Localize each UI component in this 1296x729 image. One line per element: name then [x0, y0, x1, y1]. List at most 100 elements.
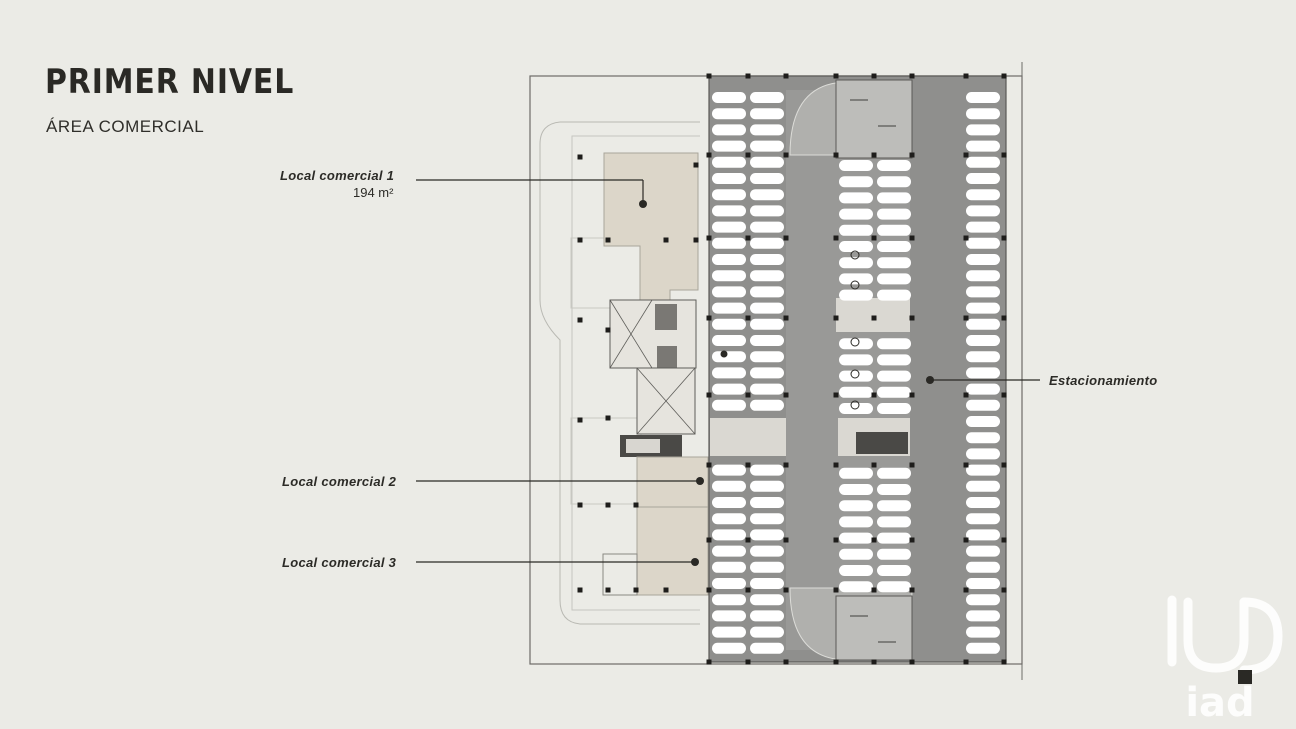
parking-stall [839, 484, 873, 495]
parking-stall [712, 642, 746, 654]
brand-logo-text: iad [1185, 680, 1254, 722]
parking-stall [966, 545, 1000, 557]
marker-local-2 [696, 477, 704, 485]
structural-column [963, 152, 969, 158]
structural-column [783, 73, 789, 79]
structural-column [706, 152, 712, 158]
structural-column [909, 659, 915, 665]
parking-stall [839, 565, 873, 576]
structural-column [706, 587, 712, 593]
structural-column [783, 315, 789, 321]
structural-column [605, 327, 611, 333]
structural-column [833, 537, 839, 543]
structural-column [783, 152, 789, 158]
parking-stall [839, 370, 873, 382]
parking-stall [839, 160, 873, 171]
parking-stall [966, 92, 1000, 103]
structural-column [745, 152, 751, 158]
parking-stall [877, 516, 911, 528]
structural-column [963, 392, 969, 398]
structural-column [1001, 152, 1007, 158]
structural-column [783, 587, 789, 593]
structural-column [745, 659, 751, 665]
structural-column [706, 392, 712, 398]
parking-stall [712, 270, 746, 282]
label-local-1: Local comercial 1 [280, 168, 395, 183]
structural-column [871, 392, 877, 398]
structural-column [1001, 659, 1007, 665]
structural-column [963, 537, 969, 543]
access-path-outer [539, 121, 700, 625]
label-local-2: Local comercial 2 [282, 474, 397, 489]
parking-stall [712, 237, 746, 249]
parking-stall [712, 480, 746, 492]
local-1-area [603, 152, 699, 301]
label-local-1-area: 194 m² [353, 185, 394, 200]
structural-column [909, 587, 915, 593]
structural-column [833, 315, 839, 321]
structural-column [745, 235, 751, 241]
structural-column [871, 235, 877, 241]
parking-stall [750, 270, 784, 282]
elevator-shaft [655, 304, 677, 330]
page-subtitle: ÁREA COMERCIAL [46, 117, 205, 136]
parking-stall [966, 335, 1000, 346]
structural-column [706, 537, 712, 543]
structural-column [871, 315, 877, 321]
structural-column [663, 237, 669, 243]
structural-column [963, 73, 969, 79]
parking-stall [877, 581, 911, 593]
structural-column [577, 317, 583, 323]
structural-column [783, 537, 789, 543]
parking-stall [750, 108, 784, 120]
parking-stall [877, 176, 911, 188]
parking-stall [750, 92, 784, 103]
structural-column [745, 462, 751, 468]
structural-column [706, 315, 712, 321]
structural-column [783, 235, 789, 241]
structural-column [577, 502, 583, 508]
parking-stall [966, 156, 1000, 168]
parking-stall [712, 529, 746, 541]
parking-stall [750, 529, 784, 541]
parking-stall [966, 594, 1000, 606]
structural-column [783, 659, 789, 665]
structural-column [605, 415, 611, 421]
parking-stall [750, 237, 784, 249]
parking-stall [839, 532, 873, 544]
parking-stall [966, 432, 1000, 444]
parking-stall [839, 257, 873, 269]
parking-stall [712, 367, 746, 379]
parking-stall [750, 140, 784, 152]
structural-column [783, 462, 789, 468]
parking-stall [966, 189, 1000, 201]
structural-column [706, 462, 712, 468]
parking-stall [877, 532, 911, 544]
parking-stall [750, 480, 784, 492]
structural-column [783, 392, 789, 398]
parking-stall [966, 578, 1000, 589]
local-3-annex [602, 553, 638, 596]
parking-stall [750, 497, 784, 508]
parking-stall [712, 594, 746, 606]
parking-stall [966, 237, 1000, 249]
parking-stall [877, 257, 911, 269]
elevator-shaft [657, 346, 677, 368]
parking-stall [750, 173, 784, 184]
label-local-3: Local comercial 3 [282, 555, 397, 570]
parking-stall [839, 338, 873, 350]
parking-stall [966, 529, 1000, 541]
structural-column [577, 417, 583, 423]
parking-stall [712, 464, 746, 476]
parking-stall [966, 610, 1000, 622]
structural-column [605, 237, 611, 243]
structural-column [1001, 392, 1007, 398]
parking-stall [750, 399, 784, 411]
parking-stall [966, 254, 1000, 265]
structural-column [871, 152, 877, 158]
page-title: PRIMER NIVEL [45, 62, 295, 102]
parking-stall [877, 289, 911, 301]
service-core [609, 299, 697, 369]
structural-column [745, 392, 751, 398]
parking-entry [710, 418, 786, 456]
